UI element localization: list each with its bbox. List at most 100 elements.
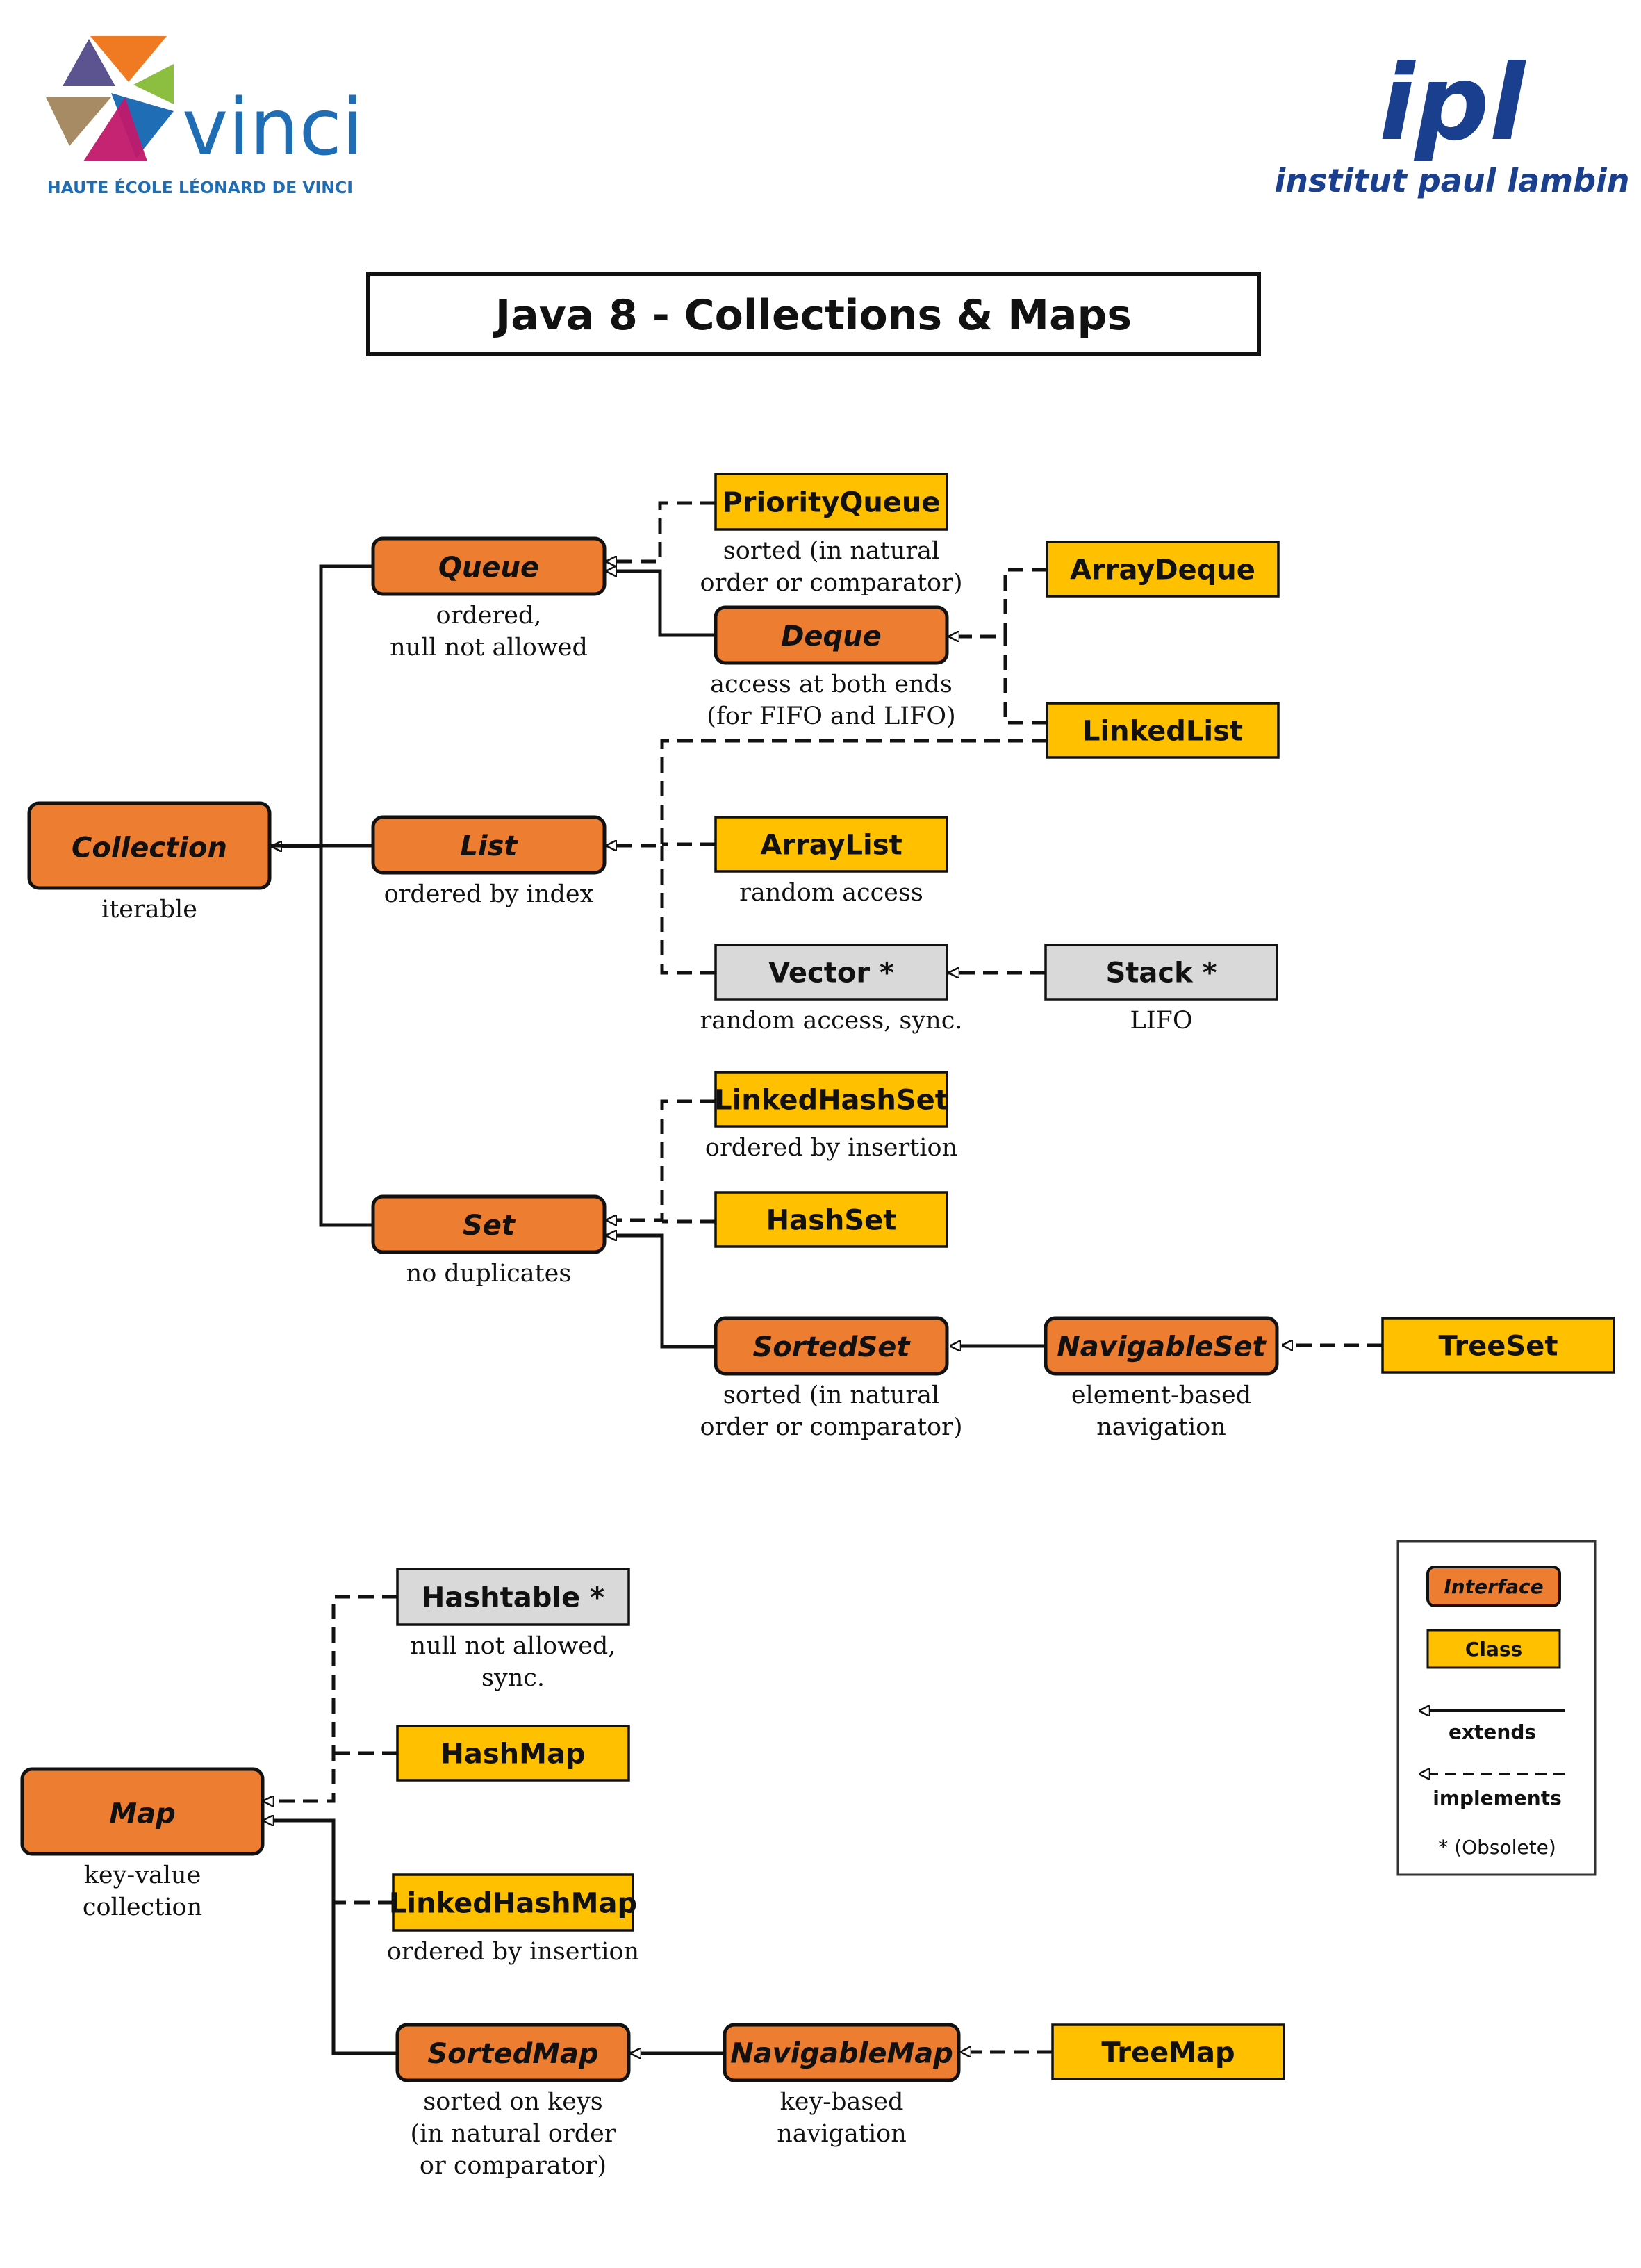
- queue-desc-line: ordered,: [436, 602, 542, 630]
- sortedset-label: SortedSet: [753, 1331, 912, 1363]
- treeset-label: TreeSet: [1439, 1330, 1558, 1362]
- node-treeset: TreeSet: [1381, 1317, 1615, 1374]
- hashtable-desc-line: null not allowed,: [411, 1632, 616, 1660]
- list-label: List: [460, 830, 518, 862]
- collection-label: Collection: [72, 832, 227, 864]
- edge-arraydeque-deque: [948, 568, 1047, 636]
- navigableset-label: NavigableSet: [1057, 1331, 1267, 1363]
- edge-priorityqueue-queue: [606, 501, 716, 561]
- linkedhashmap-box: [392, 1873, 634, 1932]
- sortedmap-desc-line: (in natural order: [410, 2120, 616, 2148]
- arraylist-label: ArrayList: [760, 829, 902, 861]
- map-desc-line: collection: [83, 1893, 202, 1921]
- node-vector: Vector * random access, sync.: [700, 944, 963, 1035]
- hashmap-box: [396, 1725, 630, 1782]
- map-box: [20, 1767, 265, 1856]
- node-sortedset: SortedSet sorted (in natural order or comp…: [700, 1316, 963, 1441]
- connectors: [263, 501, 1383, 2055]
- sortedmap-label: SortedMap: [427, 2038, 598, 2070]
- navigableset-desc-line: navigation: [1096, 1413, 1226, 1441]
- navigablemap-desc-line: key-based: [780, 2088, 904, 2116]
- sortedmap-box: [395, 2023, 631, 2082]
- node-collection: Collection iterable: [27, 801, 272, 923]
- arraylist-desc-line: random access: [739, 879, 923, 907]
- map-label: Map: [109, 1798, 175, 1830]
- deque-desc-line: (for FIFO and LIFO): [707, 702, 955, 730]
- treemap-label: TreeMap: [1101, 2037, 1235, 2069]
- edge-set-collection: [319, 846, 373, 1227]
- vinci-star-icon: [46, 36, 174, 161]
- hashtable-box: [396, 1568, 630, 1626]
- priorityqueue-desc-line: sorted (in natural: [723, 537, 939, 565]
- edge-linkedlist-deque: [1003, 636, 1047, 725]
- sortedmap-desc-line: or comparator): [420, 2152, 607, 2180]
- arraydeque-box: [1046, 541, 1280, 598]
- stack-label: Stack *: [1105, 957, 1217, 989]
- deque-label: Deque: [781, 621, 882, 652]
- queue-desc-line: null not allowed: [390, 634, 588, 662]
- vector-desc-line: random access, sync.: [700, 1007, 963, 1035]
- queue-label: Queue: [438, 552, 539, 584]
- linkedhashset-box: [714, 1071, 948, 1128]
- sortedset-desc-line: order or comparator): [700, 1413, 963, 1441]
- legend-interface-swatch: [1426, 1566, 1561, 1607]
- hashmap-label: HashMap: [440, 1738, 585, 1770]
- sortedset-desc-line: sorted (in natural: [723, 1381, 939, 1409]
- linkedhashmap-label: LinkedHashMap: [389, 1887, 637, 1919]
- legend-extends-label: extends: [1449, 1720, 1536, 1743]
- linkedhashmap-desc-line: ordered by insertion: [387, 1938, 639, 1966]
- vinci-subtitle: HAUTE ÉCOLE LÉONARD DE VINCI: [47, 178, 353, 197]
- node-queue: Queue ordered, null not allowed: [371, 536, 607, 662]
- arraylist-box: [714, 816, 948, 873]
- legend-class-label: Class: [1465, 1638, 1522, 1661]
- vector-box: [714, 944, 948, 1001]
- legend: Interface Class extends implements * (Ob…: [1396, 1540, 1597, 1876]
- map-desc-line: key-value: [84, 1862, 201, 1889]
- queue-box: [371, 536, 607, 596]
- sortedmap-desc-line: sorted on keys: [423, 2088, 602, 2116]
- navigableset-box: [1044, 1316, 1279, 1376]
- node-linkedhashmap: LinkedHashMap ordered by insertion: [387, 1873, 639, 1966]
- treeset-box: [1381, 1317, 1615, 1374]
- hashset-label: HashSet: [766, 1204, 897, 1236]
- collection-box: [27, 801, 272, 890]
- priorityqueue-desc-line: order or comparator): [700, 569, 963, 597]
- ipl-logo: ipl institut paul lambin: [1274, 43, 1629, 199]
- nodes-layer: Collection iterable Queue ordered, null not …: [20, 472, 1615, 2180]
- collection-desc-line: iterable: [101, 896, 197, 923]
- ipl-mark: ipl: [1379, 43, 1527, 164]
- ipl-wordmark: institut paul lambin: [1274, 162, 1629, 199]
- priorityqueue-box: [714, 472, 948, 531]
- hashset-box: [714, 1191, 948, 1248]
- vector-label: Vector *: [768, 957, 894, 989]
- edge-hashtable-map: [263, 1595, 397, 1801]
- node-arraydeque: ArrayDeque: [1046, 541, 1280, 598]
- edge-sortedset-set: [606, 1235, 716, 1349]
- linkedlist-box: [1046, 702, 1280, 759]
- stack-box: [1044, 944, 1278, 1001]
- linkedlist-label: LinkedList: [1082, 715, 1243, 747]
- node-hashset: HashSet: [714, 1191, 948, 1248]
- legend-implements-label: implements: [1433, 1786, 1562, 1809]
- edge-linkedlist-list: [606, 739, 1047, 846]
- vinci-logo: vinci HAUTE ÉCOLE LÉONARD DE VINCI: [46, 36, 363, 197]
- linkedhashset-label: LinkedHashSet: [714, 1084, 948, 1116]
- node-arraylist: ArrayList random access: [714, 816, 948, 907]
- node-stack: Stack *LIFO: [1044, 944, 1278, 1035]
- edge-sortedmap-map: [263, 1821, 397, 2055]
- navigablemap-box: [723, 2023, 961, 2082]
- set-box: [371, 1194, 607, 1254]
- legend-obsolete-label: * (Obsolete): [1438, 1836, 1556, 1859]
- deque-box: [714, 605, 949, 665]
- node-linkedlist: LinkedList: [1046, 702, 1280, 759]
- edge-linkedhashset-set: [606, 1099, 716, 1220]
- node-map: Map key-value collection: [20, 1767, 265, 1921]
